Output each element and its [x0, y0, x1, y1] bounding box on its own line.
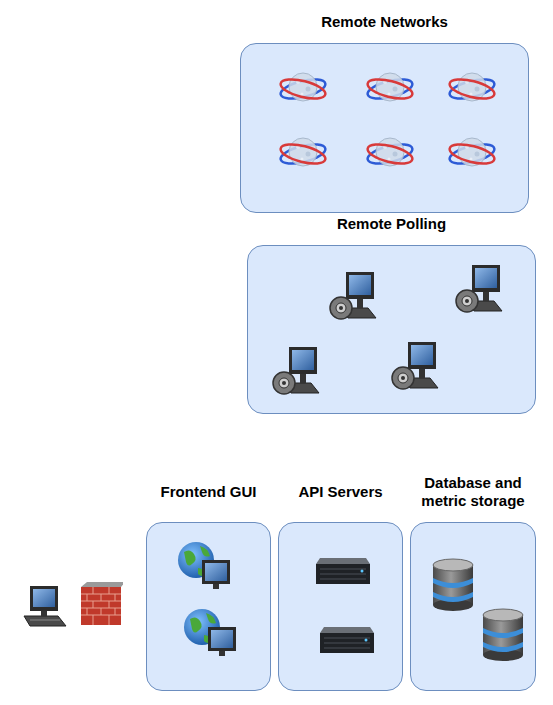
- group-outline: [146, 522, 271, 691]
- user-and-firewall: [24, 582, 125, 626]
- group-box: Frontend GUI: [146, 462, 271, 691]
- heading-area: Frontend GUI: [140, 462, 277, 522]
- heading-area: Database and metric storage: [404, 462, 542, 522]
- group-box: API Servers: [278, 462, 403, 691]
- heading-area: Remote Polling: [241, 203, 542, 245]
- group-box: Remote Polling: [247, 203, 536, 414]
- group-box: Database and metric storage: [410, 462, 536, 691]
- group-heading: Remote Polling: [337, 215, 446, 233]
- group-heading: API Servers: [298, 483, 382, 501]
- group-outline: [410, 522, 536, 691]
- group-box: Remote Networks: [240, 1, 529, 213]
- heading-area: Remote Networks: [234, 1, 535, 43]
- group-outline: [247, 245, 536, 414]
- group-outline: [240, 43, 529, 213]
- group-heading: Frontend GUI: [161, 483, 257, 501]
- group-outline: [278, 522, 403, 691]
- group-heading: Remote Networks: [321, 13, 448, 31]
- group-heading: Database and metric storage: [404, 474, 542, 510]
- heading-area: API Servers: [272, 462, 409, 522]
